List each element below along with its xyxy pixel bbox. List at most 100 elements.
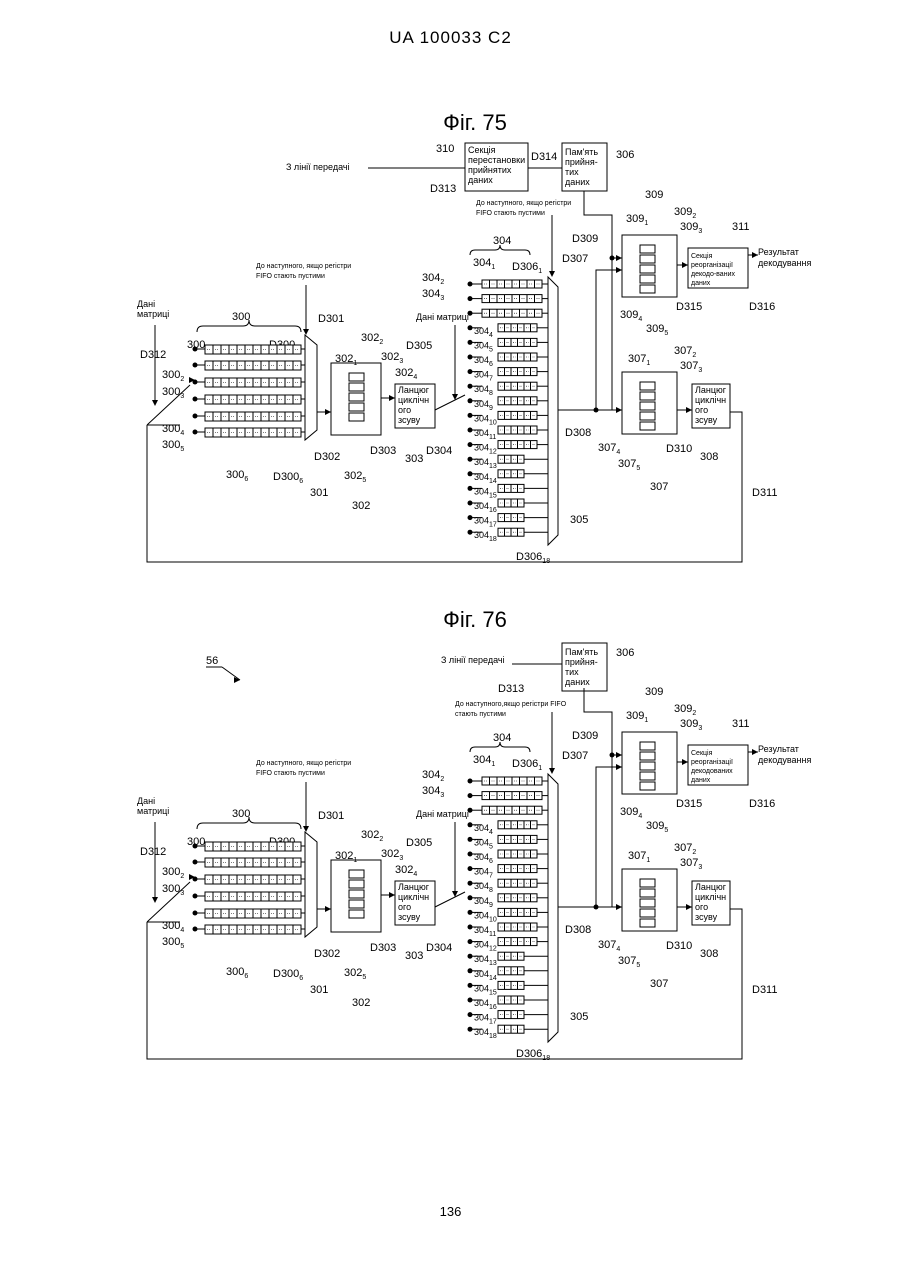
ref-300-5: 3005 xyxy=(162,439,184,453)
ref-304: 304 xyxy=(493,732,511,744)
ref-300-2: 3002 xyxy=(162,866,184,880)
source-label: З лінії передачі xyxy=(286,162,350,172)
ref-304-n: 30412 xyxy=(474,443,497,456)
junction-dot xyxy=(610,256,615,261)
register-cell xyxy=(640,909,655,917)
decoded-data-reorganization-text: даних xyxy=(691,280,711,287)
ref-307-5: 3075 xyxy=(618,955,640,969)
ref-304-n: 3045 xyxy=(474,340,493,353)
fifo-note-left: FIFO стають пустими xyxy=(256,770,325,777)
ref-302-4: 3024 xyxy=(395,864,417,878)
ref-d306-18: D30618 xyxy=(516,551,550,565)
received-data-memory-text: прийня- xyxy=(565,157,598,167)
decoded-data-reorganization-text: декодованих xyxy=(691,768,733,775)
received-data-memory-text: тих xyxy=(565,667,579,677)
register-cell xyxy=(640,889,655,897)
group-brace-304 xyxy=(470,245,530,255)
ref-304-n: 30413 xyxy=(474,954,497,967)
cyclic-shift-308-text: зсуву xyxy=(695,415,718,425)
ref-302-2: 3022 xyxy=(361,829,383,843)
ref-305: 305 xyxy=(570,1011,588,1023)
register-cell xyxy=(640,742,655,750)
register-cell xyxy=(640,275,655,283)
arrow-head xyxy=(616,752,622,758)
register-cell xyxy=(640,392,655,400)
register-cell xyxy=(640,762,655,770)
ref-d300-6: D3006 xyxy=(273,471,303,485)
received-data-memory-text: тих xyxy=(565,167,579,177)
ref-307: 307 xyxy=(650,978,668,990)
ref-304-2: 3042 xyxy=(422,272,444,286)
ref-d302: D302 xyxy=(314,451,340,463)
register-cell xyxy=(349,393,364,401)
permutation-section-text: даних xyxy=(468,175,493,185)
cyclic-shift-308-text: Ланцюг xyxy=(695,882,727,892)
group-brace xyxy=(197,320,301,332)
decoded-data-reorganization-text: реорганізації xyxy=(691,261,733,269)
ref-d304: D304 xyxy=(426,942,452,954)
ref-304-n: 3049 xyxy=(474,399,493,412)
ref-307-1: 3071 xyxy=(628,850,650,864)
ref-309-1: 3091 xyxy=(626,213,648,227)
ref-304-n: 3046 xyxy=(474,355,493,368)
ref-309-3: 3093 xyxy=(680,718,702,732)
ref-304-n: 30415 xyxy=(474,983,497,996)
fifo-note-top: До наступного,якщо регістри FIFO xyxy=(455,700,567,708)
ref-302-5: 3025 xyxy=(344,967,366,981)
register-cell xyxy=(640,919,655,927)
cyclic-shift-303-text: зсуву xyxy=(398,912,421,922)
ref-d302: D302 xyxy=(314,948,340,960)
ref-d308: D308 xyxy=(565,427,591,439)
ref-300-6: 3006 xyxy=(226,966,248,980)
arrow-head xyxy=(325,906,331,912)
received-data-memory-text: Пам'ять xyxy=(565,147,598,157)
ref-304-n: 30416 xyxy=(474,501,497,514)
ref-d314: D314 xyxy=(531,151,557,163)
ref-304-n: 3048 xyxy=(474,384,493,397)
ref-301: 301 xyxy=(310,984,328,996)
ref-302-1: 3021 xyxy=(335,353,357,367)
ref-d306-1: D3061 xyxy=(512,261,542,275)
ref-d301: D301 xyxy=(318,313,344,325)
matrix-data-label-2: Дані матриці xyxy=(416,809,469,819)
ref-308: 308 xyxy=(700,948,718,960)
arrow-head xyxy=(389,395,395,401)
ref-d310: D310 xyxy=(666,443,692,455)
ref-304-n: 30411 xyxy=(474,428,496,441)
arrow-head xyxy=(686,904,692,910)
register-cell xyxy=(349,870,364,878)
register-cell xyxy=(640,782,655,790)
ref-309: 309 xyxy=(645,686,663,698)
decoded-data-reorganization-text: реорганізації xyxy=(691,758,733,766)
selector-305 xyxy=(548,774,558,1042)
ref-304-n: 3045 xyxy=(474,837,493,850)
ref-d304: D304 xyxy=(426,445,452,457)
matrix-data-label: матриці xyxy=(137,806,169,816)
ref-d306-18: D30618 xyxy=(516,1048,550,1062)
ref-d309: D309 xyxy=(572,233,598,245)
arrow-head xyxy=(686,407,692,413)
permutation-section-text: перестановки xyxy=(468,155,525,165)
ref-304-n: 30414 xyxy=(474,472,497,485)
ref-308: 308 xyxy=(700,451,718,463)
cyclic-shift-308-text: ого xyxy=(695,405,708,415)
ref-300-2: 3002 xyxy=(162,369,184,383)
connector-line xyxy=(584,688,612,907)
arrow-head xyxy=(616,407,622,413)
cyclic-shift-303-text: Ланцюг xyxy=(398,882,430,892)
ref-304-n: 3046 xyxy=(474,852,493,865)
ref-307-5: 3075 xyxy=(618,458,640,472)
ref-d307: D307 xyxy=(562,253,588,265)
ref-310: 310 xyxy=(436,143,454,155)
ref-309-2: 3092 xyxy=(674,206,696,220)
ref-d312: D312 xyxy=(140,846,166,858)
ref-304-n: 30414 xyxy=(474,969,497,982)
ref-304-n: 3047 xyxy=(474,370,493,383)
fifo-note-left: FIFO стають пустими xyxy=(256,273,325,280)
decoding-result-label: Результат xyxy=(758,247,799,257)
arrow-head xyxy=(303,329,309,335)
ref-300-5: 3005 xyxy=(162,936,184,950)
received-data-memory-text: прийня- xyxy=(565,657,598,667)
register-cell xyxy=(640,402,655,410)
